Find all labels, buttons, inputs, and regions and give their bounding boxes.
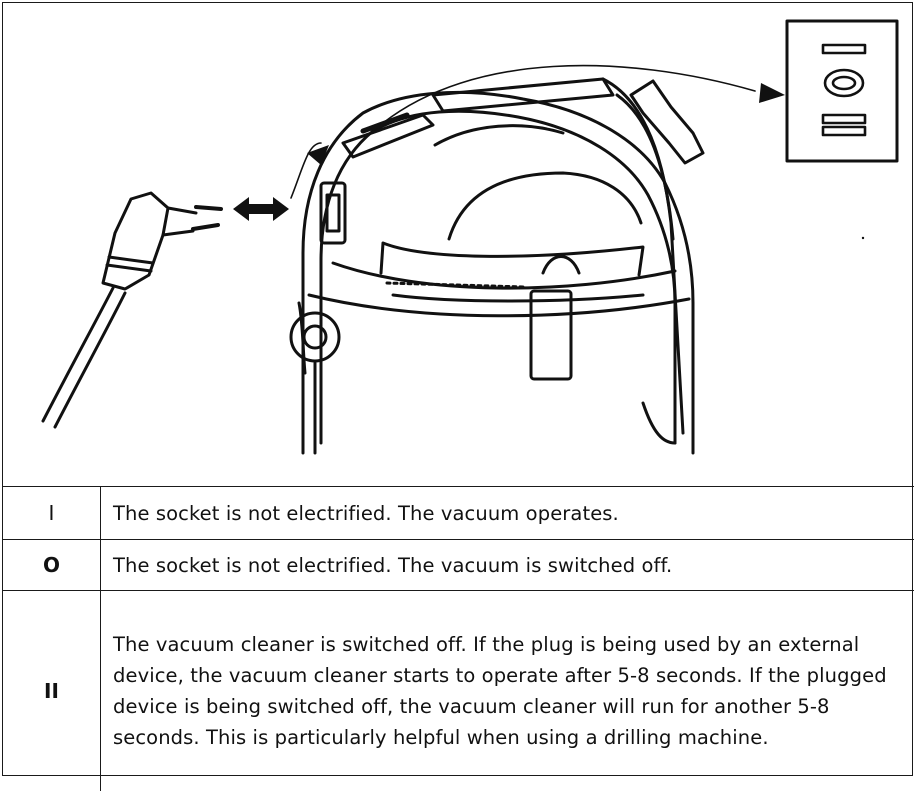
legend-description: The socket is not electrified. The vacuu… bbox=[101, 540, 915, 591]
vacuum-drawing bbox=[3, 3, 914, 487]
vacuum-cleaner-icon bbox=[291, 79, 864, 453]
legend-description: The vacuum cleaner is switched off. If t… bbox=[101, 591, 915, 791]
legend-description: The socket is not electrified. The vacuu… bbox=[101, 487, 915, 540]
switch-legend-table: I The socket is not electrified. The vac… bbox=[3, 487, 914, 791]
legend-symbol: II bbox=[3, 591, 101, 791]
legend-row: II The vacuum cleaner is switched off. I… bbox=[3, 591, 914, 791]
legend-symbol: O bbox=[3, 540, 101, 591]
switch-detail-icon bbox=[787, 21, 897, 161]
vacuum-illustration bbox=[3, 3, 914, 487]
legend-symbol: I bbox=[3, 487, 101, 540]
legend-row: O The socket is not electrified. The vac… bbox=[3, 540, 914, 591]
instruction-frame: I The socket is not electrified. The vac… bbox=[2, 2, 913, 776]
power-plug-icon bbox=[43, 193, 221, 427]
legend-row: I The socket is not electrified. The vac… bbox=[3, 487, 914, 540]
double-arrow-icon bbox=[233, 197, 289, 221]
